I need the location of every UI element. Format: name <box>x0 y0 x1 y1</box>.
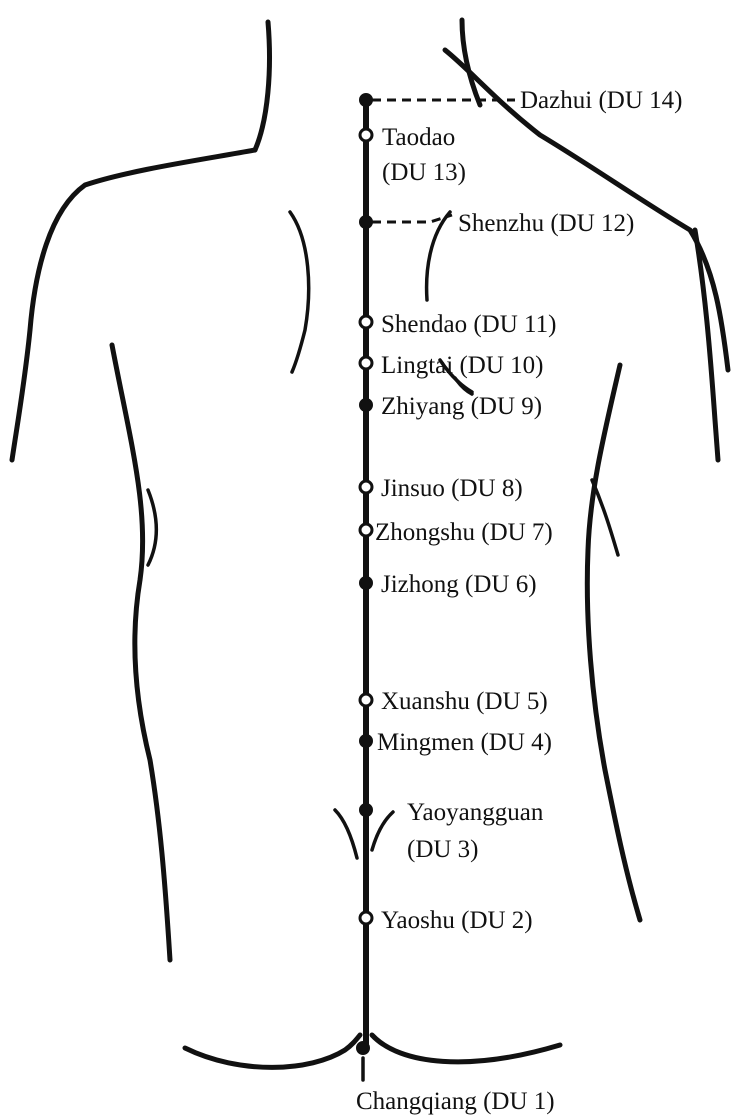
changqiang-label: Changqiang (DU 1) <box>356 1088 555 1115</box>
lumbar-right-line <box>372 812 393 850</box>
shenzhu-label: Shenzhu (DU 12) <box>458 210 634 237</box>
yaoyangguan-label-line1: Yaoyangguan <box>407 799 544 826</box>
dazhui-marker <box>360 94 372 106</box>
acupoint-labels: Dazhui (DU 14) Taodao (DU 13) Shenzhu (D… <box>356 87 682 1115</box>
yaoyangguan-label-line2: (DU 3) <box>407 836 479 863</box>
yaoshu-label: Yaoshu (DU 2) <box>381 907 533 934</box>
zhongshu-marker <box>360 524 372 536</box>
shenzhu-marker <box>360 216 372 228</box>
body-outline <box>12 20 728 1067</box>
zhongshu-label: Zhongshu (DU 7) <box>375 519 553 546</box>
lumbar-left-line <box>335 810 357 858</box>
taodao-label-line1: Taodao <box>382 124 455 151</box>
yaoshu-marker <box>360 912 372 924</box>
dazhui-label: Dazhui (DU 14) <box>520 87 682 114</box>
taodao-marker <box>360 129 372 141</box>
left-torso-line <box>112 345 170 960</box>
shenzhu-leader-line <box>372 215 452 222</box>
neck-left-line <box>255 22 269 150</box>
jinsuo-label: Jinsuo (DU 8) <box>381 475 523 502</box>
left-shoulder-arm-line <box>12 150 255 460</box>
mingmen-marker <box>360 735 372 747</box>
left-buttock-line <box>185 1035 360 1067</box>
shendao-marker <box>360 316 372 328</box>
right-scapula-tip-line <box>455 378 472 394</box>
yaoyangguan-marker <box>360 804 372 816</box>
zhiyang-marker <box>360 399 372 411</box>
shendao-label: Shendao (DU 11) <box>381 311 556 338</box>
lingtai-label: Lingtai (DU 10) <box>381 352 543 379</box>
right-buttock-line <box>372 1035 560 1062</box>
neck-right-line <box>462 20 480 105</box>
jizhong-label: Jizhong (DU 6) <box>381 571 537 598</box>
taodao-label-line2: (DU 13) <box>382 159 466 186</box>
changqiang-marker <box>357 1042 369 1054</box>
right-torso-line <box>587 365 640 920</box>
xuanshu-marker <box>360 694 372 706</box>
left-flank-line <box>148 490 156 565</box>
jizhong-marker <box>360 577 372 589</box>
mingmen-label: Mingmen (DU 4) <box>377 729 552 756</box>
left-scapula-line <box>290 212 309 372</box>
right-flank-line <box>592 480 618 555</box>
lingtai-marker <box>360 357 372 369</box>
right-scapula-line <box>427 212 450 300</box>
xuanshu-label: Xuanshu (DU 5) <box>381 688 548 715</box>
zhiyang-label: Zhiyang (DU 9) <box>381 393 542 420</box>
jinsuo-marker <box>360 481 372 493</box>
